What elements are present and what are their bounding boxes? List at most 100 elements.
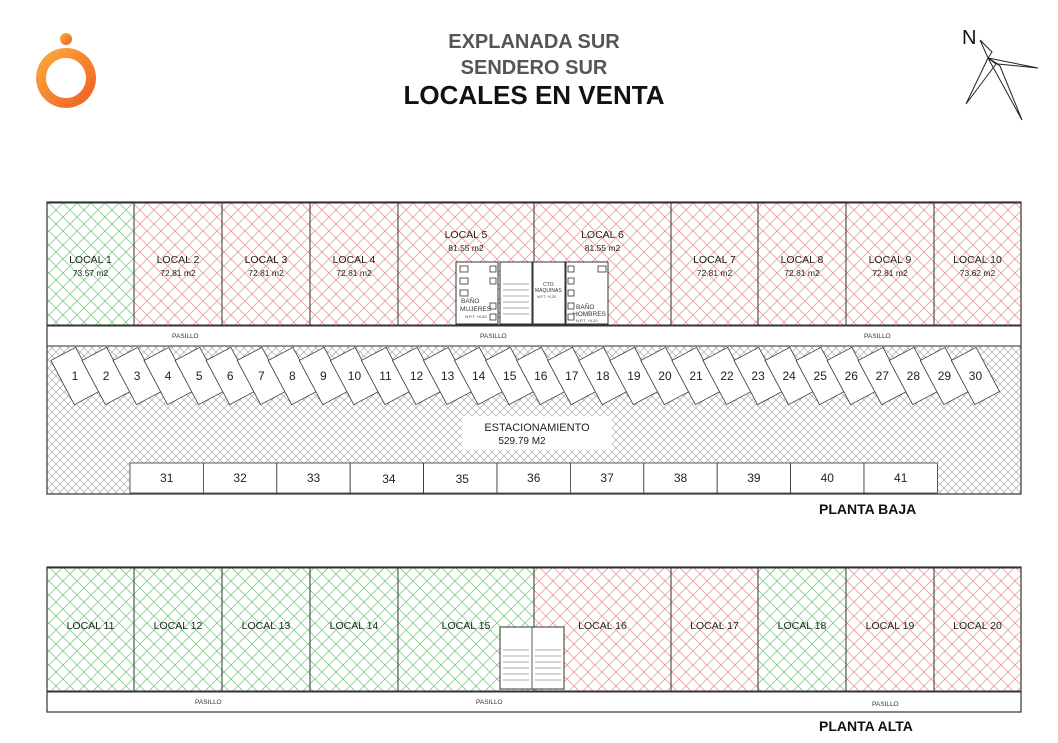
parking-number: 12 <box>410 369 424 383</box>
parking-space-39[interactable]: 39 <box>716 462 792 494</box>
parking-number: 34 <box>382 472 396 486</box>
north-arrow-icon: N <box>962 27 1039 121</box>
parking-number: 10 <box>348 369 362 383</box>
parking-space-38[interactable]: 38 <box>643 462 718 494</box>
parking-number: 18 <box>596 369 610 383</box>
parking-number: 31 <box>160 471 174 485</box>
cto-maquinas-line1: CTO. <box>543 282 555 288</box>
parking-number: 36 <box>527 471 541 485</box>
parking-number: 29 <box>938 369 952 383</box>
parking-number: 27 <box>876 369 890 383</box>
parking-space-35[interactable]: 35 <box>423 462 498 494</box>
local-name: LOCAL 9 <box>869 254 912 266</box>
local-name: LOCAL 3 <box>245 254 288 266</box>
local-alta-14[interactable]: LOCAL 14 <box>309 567 399 692</box>
local-area: 72.81 m2 <box>160 268 196 278</box>
parking-number: 11 <box>379 369 392 383</box>
parking-space-34[interactable]: 34 <box>349 462 425 494</box>
local-alta-11[interactable]: LOCAL 11 <box>46 567 135 692</box>
local-baja-2[interactable]: LOCAL 272.81 m2 <box>133 202 223 326</box>
planta-baja-label: PLANTA BAJA <box>819 501 917 517</box>
parking-number: 24 <box>782 369 796 383</box>
pasillo-label-pb-3: PASILLO <box>864 333 891 340</box>
local-baja-4[interactable]: LOCAL 472.81 m2 <box>309 202 399 326</box>
local-name: LOCAL 7 <box>693 254 736 266</box>
local-area: 81.55 m2 <box>585 243 621 253</box>
parking-space-20[interactable]: 20 <box>640 346 690 406</box>
estacionamiento-label: ESTACIONAMIENTO <box>484 422 590 434</box>
local-name: LOCAL 5 <box>445 229 488 241</box>
parking-number: 21 <box>689 369 703 383</box>
service-core-baja: BAÑO MUJERES N.P.T. +0.20 CTO. MAQUINAS … <box>455 261 609 325</box>
pasillo-label-pb-1: PASILLO <box>172 333 199 340</box>
parking-space-18[interactable]: 18 <box>578 346 628 406</box>
local-name: LOCAL 12 <box>154 620 203 632</box>
local-area: 73.57 m2 <box>73 268 109 278</box>
bano-mujeres-npt: N.P.T. +0.20 <box>465 314 487 319</box>
parking-number: 3 <box>134 369 141 383</box>
local-name: LOCAL 1 <box>69 254 112 266</box>
local-name: LOCAL 16 <box>578 620 627 632</box>
local-alta-18[interactable]: LOCAL 18 <box>757 567 847 692</box>
pasillo-label-pa-3: PASILLO <box>872 701 899 708</box>
parking-number: 2 <box>103 369 110 383</box>
local-area: 72.81 m2 <box>784 268 820 278</box>
parking-space-36[interactable]: 36 <box>496 462 571 494</box>
stair-alta <box>499 626 565 690</box>
parking-number: 23 <box>751 369 765 383</box>
local-baja-3[interactable]: LOCAL 372.81 m2 <box>221 202 311 326</box>
parking-space-21[interactable]: 21 <box>671 346 721 406</box>
parking-space-22[interactable]: 22 <box>702 346 752 406</box>
parking-space-40[interactable]: 40 <box>790 462 865 494</box>
parking-space-27[interactable]: 27 <box>857 346 907 406</box>
local-name: LOCAL 19 <box>866 620 915 632</box>
parking-space-29[interactable]: 29 <box>919 346 970 406</box>
parking-space-19[interactable]: 19 <box>609 346 659 406</box>
pasillo-label-pa-2: PASILLO <box>476 699 503 706</box>
parking-number: 37 <box>600 471 614 485</box>
north-label: N <box>962 27 976 49</box>
parking-space-23[interactable]: 23 <box>733 346 783 406</box>
local-baja-1[interactable]: LOCAL 1 73.57 m2 <box>46 202 135 326</box>
local-alta-12[interactable]: LOCAL 12 <box>133 567 223 692</box>
local-baja-7[interactable]: LOCAL 772.81 m2 <box>670 202 759 326</box>
parking-number: 7 <box>258 369 265 383</box>
parking-number: 33 <box>307 471 321 485</box>
title-line-1: EXPLANADA SUR <box>448 31 620 53</box>
parking-number: 6 <box>227 369 234 383</box>
local-alta-13[interactable]: LOCAL 13 <box>221 567 311 692</box>
parking-space-26[interactable]: 26 <box>826 346 876 406</box>
parking-space-32[interactable]: 32 <box>202 462 278 494</box>
parking-number: 41 <box>894 471 908 485</box>
pasillo-label-pb-2: PASILLO <box>480 333 507 340</box>
local-name: LOCAL 6 <box>581 229 624 241</box>
local-area: 72.81 m2 <box>336 268 372 278</box>
parking-number: 22 <box>720 369 734 383</box>
parking-space-33[interactable]: 33 <box>276 462 351 494</box>
parking-number: 14 <box>472 369 486 383</box>
local-alta-20[interactable]: LOCAL 20 <box>933 567 1022 692</box>
parking-space-30[interactable]: 30 <box>950 346 1001 406</box>
local-alta-17[interactable]: LOCAL 17 <box>670 567 759 692</box>
parking-number: 8 <box>289 369 296 383</box>
parking-number: 9 <box>320 369 327 383</box>
local-name: LOCAL 8 <box>781 254 824 266</box>
parking-space-37[interactable]: 37 <box>570 462 645 494</box>
local-alta-19[interactable]: LOCAL 19 <box>845 567 935 692</box>
parking-number: 25 <box>814 369 828 383</box>
parking-space-31[interactable]: 31 <box>129 462 204 494</box>
parking-number: 1 <box>72 369 79 383</box>
title-line-2: SENDERO SUR <box>460 57 608 79</box>
local-name: LOCAL 10 <box>953 254 1002 266</box>
parking-space-24[interactable]: 24 <box>764 346 814 406</box>
parking-number: 30 <box>969 369 983 383</box>
local-baja-8[interactable]: LOCAL 8 72.81 m2 <box>757 202 847 326</box>
local-baja-9[interactable]: LOCAL 972.81 m2 <box>845 202 935 326</box>
parking-number: 15 <box>503 369 517 383</box>
parking-number: 38 <box>674 471 688 485</box>
parking-number: 16 <box>534 369 548 383</box>
parking-space-41[interactable]: 41 <box>863 462 938 494</box>
